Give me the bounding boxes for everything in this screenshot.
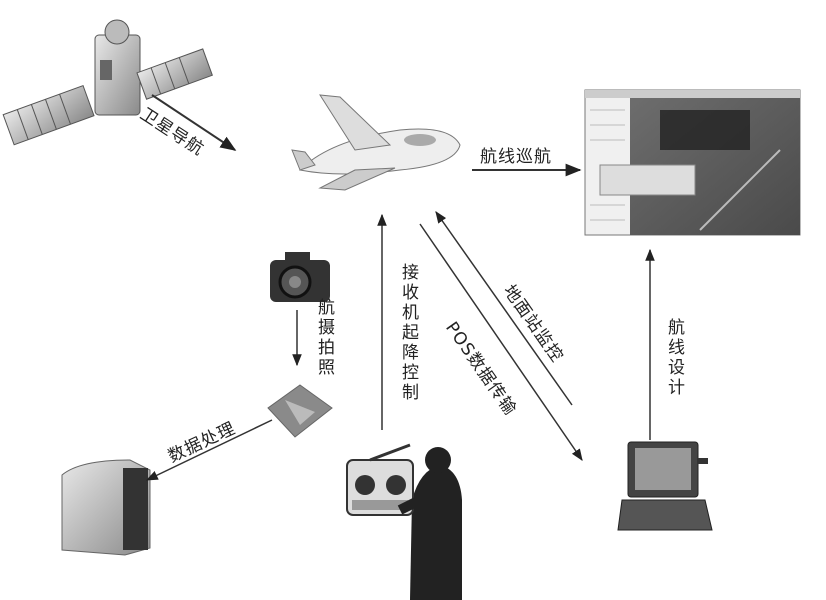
- label-aerial-photo: 航摄拍照: [314, 298, 334, 378]
- operator-with-remote-icon: [346, 443, 462, 600]
- satellite-nav-arrow: [151, 94, 237, 151]
- satellite-icon: [2, 19, 213, 146]
- laptop-icon: [617, 441, 713, 531]
- ground-monitor-arrow: [435, 211, 573, 406]
- ground-station-screen-icon: [584, 89, 801, 236]
- data-processing-arrow: [145, 419, 273, 481]
- label-route-cruise: 航线巡航: [480, 147, 552, 167]
- label-route-design: 航线设计: [664, 318, 684, 398]
- pos-transfer-arrow: [419, 223, 583, 461]
- aerial-photo-icon: [267, 384, 333, 438]
- camera-icon: [270, 252, 330, 302]
- label-receiver-control: 接收机起降控制: [398, 263, 418, 403]
- workstation-icon: [61, 459, 151, 556]
- uav-airplane-icon: [291, 94, 461, 191]
